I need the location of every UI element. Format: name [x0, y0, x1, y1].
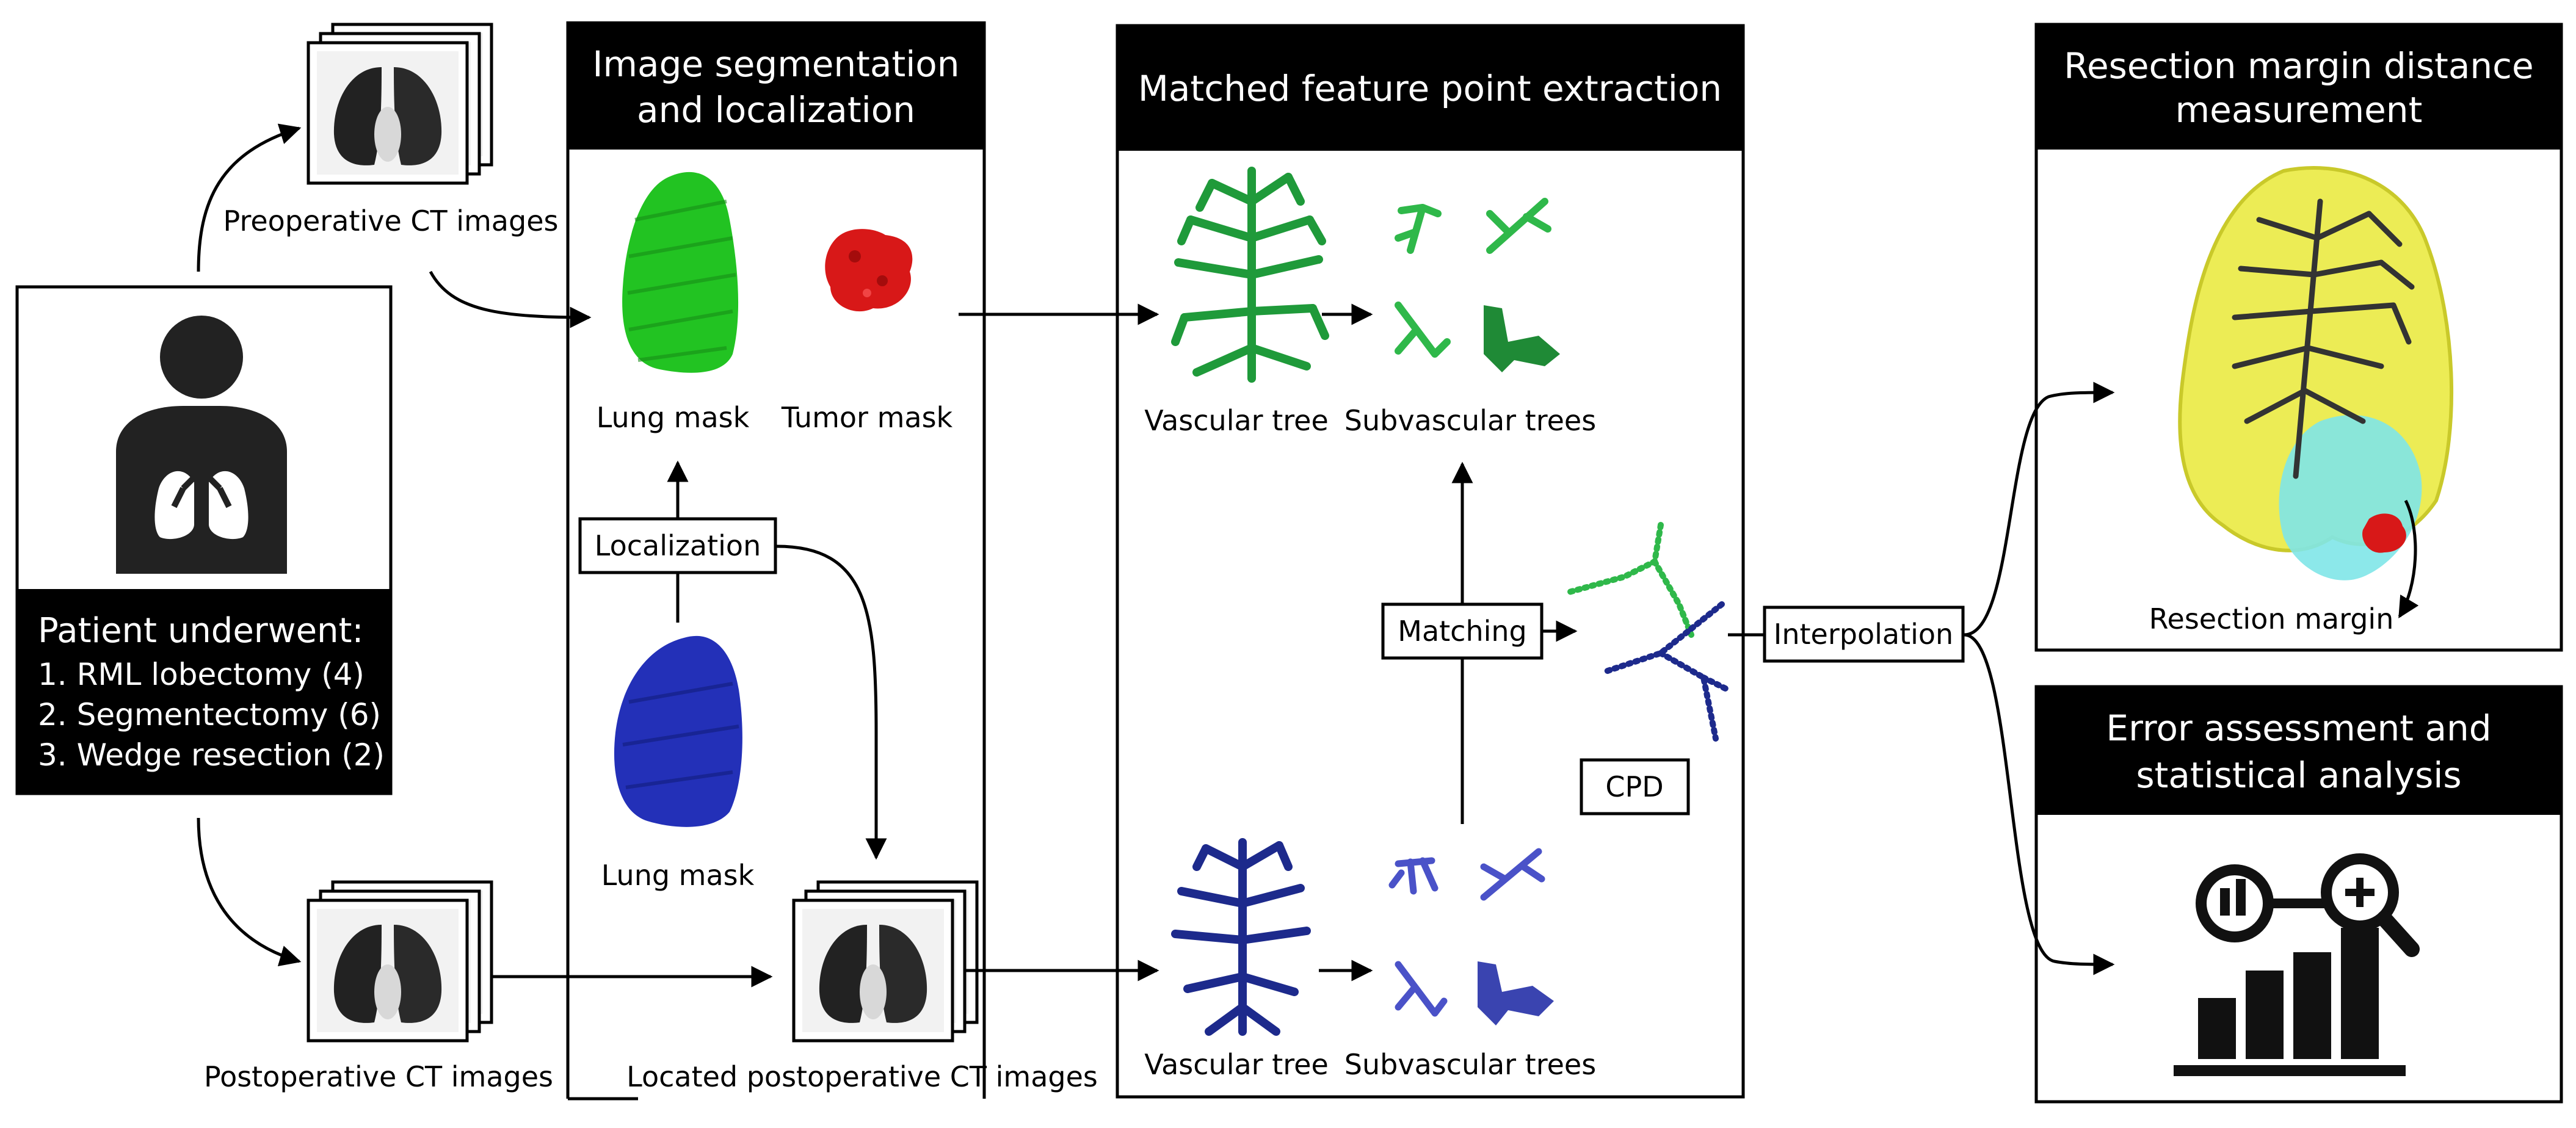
feature-panel: Matched feature point extraction: [1116, 24, 1745, 1099]
matching-label: Matching: [1398, 615, 1527, 648]
segmentation-title-line1: Image segmentation: [592, 43, 959, 85]
arrow-patient-to-postop: [197, 817, 302, 966]
vascular-tree-top-label: Vascular tree: [1144, 404, 1329, 437]
resection-title-line1: Resection margin distance: [2064, 45, 2533, 87]
resection-panel: Resection margin distance measurement: [2034, 23, 2563, 652]
preoperative-ct-label: Preoperative CT images: [223, 204, 559, 237]
subvascular-tree-green-thick: [1484, 305, 1560, 372]
patient-heading: Patient underwent:: [38, 611, 363, 651]
cpd-point-sets: [1566, 522, 1731, 742]
preoperative-ct-stack: [308, 24, 492, 183]
vascular-tree-bottom-label: Vascular tree: [1144, 1048, 1329, 1081]
lung-mask-bottom-label: Lung mask: [601, 859, 755, 892]
tumor-mask: [825, 229, 913, 312]
statistics-chart-icon: [2174, 853, 2420, 1076]
subvascular-bottom-label: Subvascular trees: [1344, 1048, 1596, 1081]
patient-item-3: 3. Wedge resection (2): [38, 737, 385, 773]
located-ct-label: Located postoperative CT images: [626, 1060, 1098, 1093]
segmentation-panel: Image segmentation and localization: [566, 21, 986, 1101]
patient-item-1: 1. RML lobectomy (4): [38, 657, 365, 692]
localization-box: Localization: [578, 517, 777, 574]
resection-margin-label: Resection margin: [2149, 602, 2394, 635]
subvascular-tree-navy-thick: [1478, 961, 1554, 1025]
patient-lungs-icon: [116, 316, 287, 574]
subvascular-trees-navy: [1388, 848, 1545, 1017]
interpolation-label: Interpolation: [1774, 618, 1953, 651]
subvascular-trees-green: [1395, 198, 1551, 358]
vascular-tree-green: [1171, 167, 1329, 383]
patient-panel: Patient underwent: 1. RML lobectomy (4) …: [15, 285, 393, 795]
lung-mask-blue: [614, 635, 742, 827]
cpd-box: CPD: [1580, 758, 1690, 815]
localization-label: Localization: [595, 529, 761, 562]
arrow-interpolation-to-error: [1964, 633, 2115, 975]
tumor-mask-label: Tumor mask: [781, 401, 953, 434]
postoperative-ct-stack: [308, 882, 492, 1041]
arrow-patient-to-preop: [197, 123, 302, 272]
lung-mask-top-label: Lung mask: [597, 401, 750, 434]
segmentation-title-line2: and localization: [637, 89, 915, 131]
patient-item-2: 2. Segmentectomy (6): [38, 697, 381, 732]
resection-title-line2: measurement: [2175, 89, 2423, 131]
arrow-interpolation-to-resection: [1964, 381, 2115, 637]
arrow-preop-to-segmentation: [429, 270, 592, 328]
lung-mask-green: [622, 172, 739, 373]
located-ct-stack: [794, 882, 977, 1041]
error-title-line1: Error assessment and: [2106, 707, 2491, 749]
postoperative-ct-label: Postoperative CT images: [204, 1060, 553, 1093]
interpolation-box: Interpolation: [1763, 606, 1965, 663]
cpd-label: CPD: [1605, 770, 1663, 803]
subvascular-top-label: Subvascular trees: [1344, 404, 1596, 437]
error-title-line2: statistical analysis: [2136, 754, 2461, 796]
feature-title: Matched feature point extraction: [1138, 68, 1722, 109]
error-panel: Error assessment and statistical analysi…: [2034, 685, 2563, 1104]
matching-box: Matching: [1381, 602, 1544, 660]
arrow-localization-to-located: [776, 544, 887, 860]
resection-lung-render: [2178, 166, 2454, 619]
vascular-tree-navy: [1171, 838, 1311, 1036]
